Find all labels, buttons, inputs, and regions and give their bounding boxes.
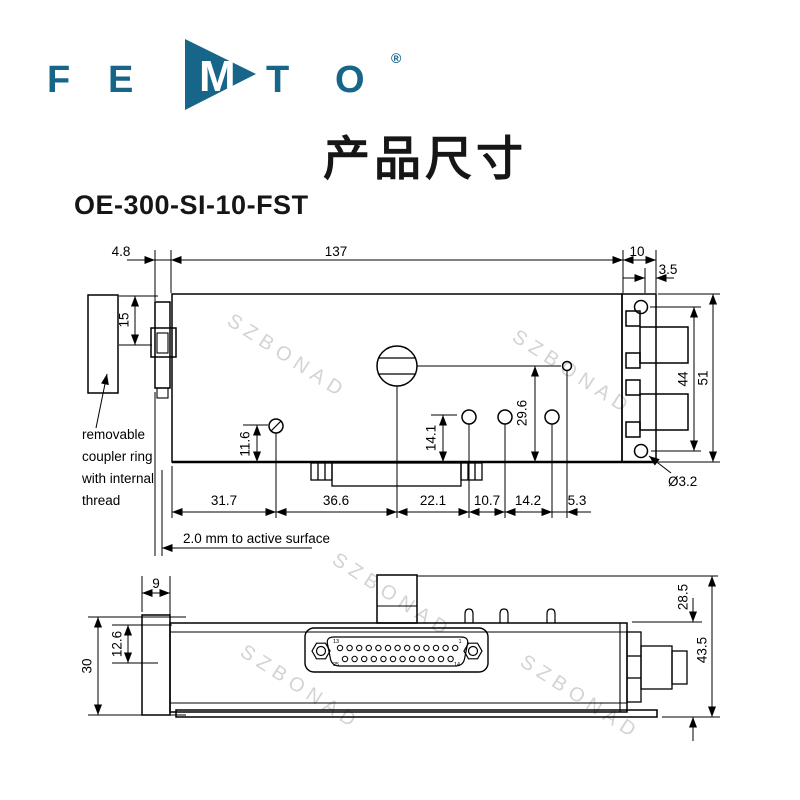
gain-screw bbox=[376, 345, 418, 387]
removable-coupler-ring bbox=[87, 294, 119, 394]
end-plate bbox=[621, 293, 657, 463]
logo-letter-f: F bbox=[47, 59, 71, 101]
logo-letter-m: M bbox=[199, 52, 236, 101]
dim-label: 11.6 bbox=[238, 431, 253, 456]
pin-number-13: 13 bbox=[333, 639, 339, 645]
dim-label: 12.6 bbox=[110, 631, 125, 657]
pin-number-14: 14 bbox=[454, 662, 460, 668]
coupler-ring-leader bbox=[95, 373, 109, 429]
bnc-side-view bbox=[626, 631, 688, 703]
mount-hole-bottom bbox=[633, 443, 649, 459]
top-view-dimensions bbox=[95, 250, 720, 556]
dim-label: 137 bbox=[325, 244, 348, 259]
dim-label: 14.1 bbox=[424, 425, 439, 451]
hole-diameter-label: Ø3.2 bbox=[668, 474, 697, 489]
note-line: coupler ring bbox=[82, 449, 153, 464]
dim-label: 29.6 bbox=[515, 400, 530, 426]
dim-label: 10.7 bbox=[474, 493, 500, 508]
dim-label: 36.6 bbox=[323, 493, 349, 508]
adjust-screw bbox=[268, 418, 284, 434]
pin-number-25: 25 bbox=[333, 662, 339, 668]
top-view-labels: 4.8 137 10 3.5 15 11.6 14.1 29.6 44 51 Ø… bbox=[112, 244, 711, 546]
test-pins-side bbox=[464, 608, 556, 623]
test-pin-3 bbox=[544, 409, 560, 425]
mount-hole-top bbox=[633, 299, 649, 315]
fiber-coupler bbox=[150, 301, 177, 399]
dim-label: 51 bbox=[696, 370, 711, 385]
note-line: removable bbox=[82, 427, 146, 442]
dim-label: 15 bbox=[117, 312, 132, 327]
top-view-outline bbox=[87, 293, 689, 487]
side-view-outline bbox=[141, 574, 688, 718]
dim-label: 22.1 bbox=[420, 493, 446, 508]
dim-label: 3.5 bbox=[659, 262, 678, 277]
dim-label: 30 bbox=[80, 658, 95, 673]
hole-dia-leader bbox=[648, 455, 672, 474]
logo-letter-e: E bbox=[108, 59, 134, 101]
dim-label: 4.8 bbox=[112, 244, 131, 259]
small-hole bbox=[561, 360, 573, 372]
page-title: 产品尺寸 bbox=[323, 132, 527, 185]
bnc-connector-top bbox=[625, 310, 689, 369]
jack-screw-left bbox=[311, 642, 331, 660]
dim-label: 9 bbox=[152, 576, 160, 591]
housing-side bbox=[169, 622, 628, 713]
coupler-block bbox=[141, 614, 171, 716]
test-pin-2 bbox=[497, 409, 513, 425]
note-line: thread bbox=[82, 493, 121, 508]
logo-letter-t: T bbox=[266, 59, 290, 101]
model-number: OE-300-SI-10-FST bbox=[74, 190, 309, 220]
dim-label: 43.5 bbox=[695, 637, 710, 663]
dim-label: 5.3 bbox=[568, 493, 587, 508]
logo-triangle-icon bbox=[185, 39, 256, 110]
dim-label: 44 bbox=[676, 371, 691, 387]
registered-mark: ® bbox=[391, 50, 402, 66]
dsub25-connector bbox=[304, 627, 489, 673]
active-surface-note: 2.0 mm to active surface bbox=[183, 531, 330, 546]
side-view-labels: 9 30 12.6 28.5 43.5 13 1 25 14 bbox=[80, 576, 710, 674]
bnc-connector-bottom bbox=[625, 379, 689, 438]
coupler-ring-note: removable coupler ring with internal thr… bbox=[82, 424, 154, 512]
pin-number-1: 1 bbox=[458, 639, 461, 645]
dim-label: 28.5 bbox=[676, 584, 691, 610]
logo-letter-o: O bbox=[335, 59, 365, 101]
side-view-dimensions bbox=[88, 575, 720, 741]
note-line: with internal bbox=[82, 471, 155, 486]
dim-label: 10 bbox=[629, 244, 644, 259]
jack-screw-right bbox=[463, 642, 483, 660]
test-pin-1 bbox=[461, 409, 477, 425]
dim-label: 14.2 bbox=[515, 493, 541, 508]
gain-screw-housing bbox=[376, 574, 418, 624]
dim-label: 31.7 bbox=[211, 493, 237, 508]
base-plate bbox=[175, 709, 658, 718]
